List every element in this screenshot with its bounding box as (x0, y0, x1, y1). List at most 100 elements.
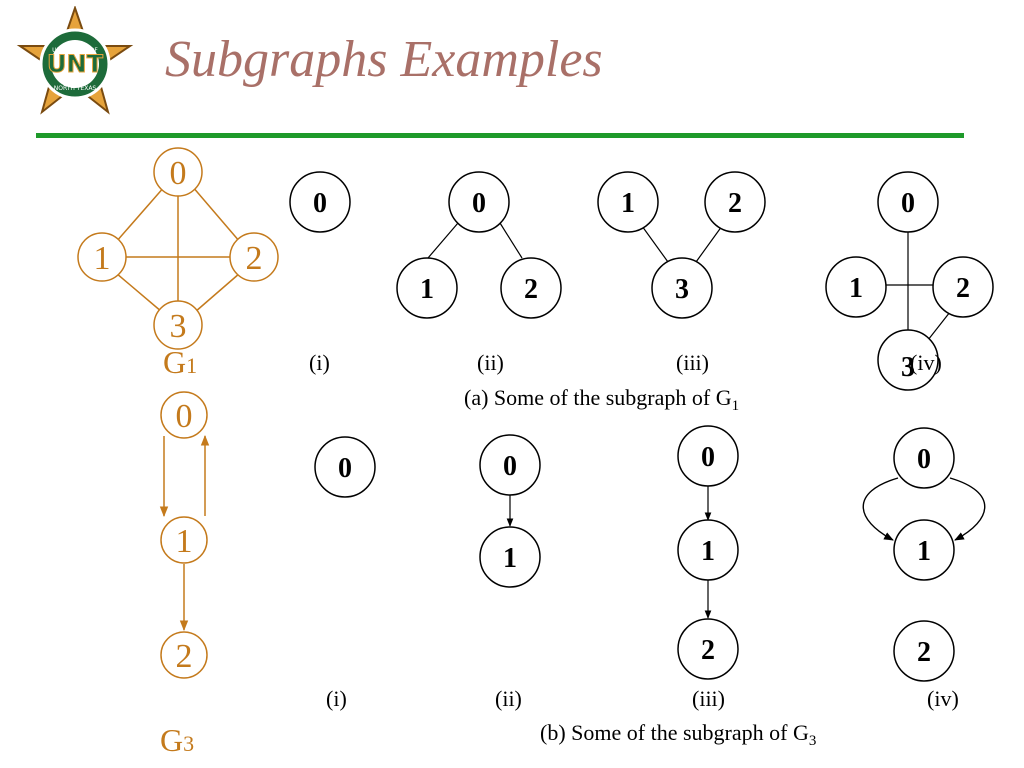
node-label: 1 (621, 188, 635, 219)
logo-ring-top: UNIVERSITY OF (52, 47, 98, 54)
g3-node (160, 391, 208, 439)
title-divider (36, 133, 964, 138)
roman-b-iv: (iv) (927, 686, 959, 711)
caption-b-sub: 3 (808, 733, 817, 749)
subgraph-a-ii: 0 1 2 (396, 171, 562, 319)
node (704, 171, 766, 233)
edge (427, 222, 459, 259)
graph-g3 (159, 434, 210, 632)
subgraph-b-iv: 0 1 2 (862, 427, 986, 682)
subgraph-a-i: 0 (289, 171, 351, 233)
node (500, 257, 562, 319)
g1-edge-0-2 (191, 185, 241, 243)
caption-a: (a) Some of the subgraph of G1 (464, 385, 740, 414)
node-label: 2 (956, 273, 970, 304)
g1-node-label: 2 (246, 240, 263, 277)
node-label: 0 (313, 188, 327, 219)
node (825, 256, 887, 318)
caption-a-text: (a) Some of the subgraph of G (464, 385, 732, 410)
g3-name-base: G (160, 722, 184, 758)
node (932, 256, 994, 318)
subgraph-b-ii: 0 1 (479, 434, 541, 588)
node-label: 0 (701, 442, 715, 473)
edge (949, 477, 986, 541)
node (677, 618, 739, 680)
g1-node (229, 232, 279, 282)
roman-a-iv: (iv) (910, 350, 942, 375)
node-label: 0 (917, 444, 931, 475)
edge (927, 311, 951, 341)
g1-edge-2-3 (194, 272, 241, 313)
caption-b: (b) Some of the subgraph of G3 (540, 720, 817, 749)
node-label: 1 (701, 536, 715, 567)
g3-nodes: 0 1 2 (160, 391, 208, 679)
node-label: 0 (901, 188, 915, 219)
roman-b-ii: (ii) (495, 686, 522, 711)
subgraph-a-iv: 0 1 2 3 (825, 171, 994, 391)
subgraph-a-iii: 1 2 3 (597, 171, 766, 319)
g1-edge-0-1 (115, 185, 166, 243)
g1-nodes: 0 1 2 3 (77, 147, 279, 350)
caption-a-sub: 1 (731, 398, 740, 414)
node (877, 329, 939, 391)
caption-b-text: (b) Some of the subgraph of G (540, 720, 809, 745)
edge (499, 222, 523, 259)
node-label: 1 (917, 536, 931, 567)
g1-node (153, 300, 203, 350)
g1-name-sub: 1 (186, 353, 198, 378)
node (314, 436, 376, 498)
edge (862, 477, 899, 541)
node-label: 2 (701, 635, 715, 666)
roman-b-iii: (iii) (692, 686, 725, 711)
node (448, 171, 510, 233)
node (396, 257, 458, 319)
g3-node (160, 516, 208, 564)
node (677, 425, 739, 487)
node (289, 171, 351, 233)
logo-text: UNT (47, 50, 104, 78)
node (479, 434, 541, 496)
roman-a-iii: (iii) (676, 350, 709, 375)
g1-node-label: 0 (170, 155, 187, 192)
logo-ring-bottom: NORTH TEXAS (54, 85, 97, 92)
g1-node-label: 1 (94, 240, 111, 277)
g1-node (77, 232, 127, 282)
unt-logo-icon: UNIVERSITY OF UNT NORTH TEXAS (16, 6, 134, 115)
node-label: 0 (338, 453, 352, 484)
roman-b-i: (i) (326, 686, 347, 711)
edge (641, 225, 669, 263)
node-label: 3 (675, 274, 689, 305)
node-label: 1 (849, 273, 863, 304)
g3-node-label: 0 (176, 398, 193, 435)
subgraph-b-iii: 0 1 2 (677, 425, 739, 680)
node (893, 519, 955, 581)
node (893, 427, 955, 489)
node-label: 1 (420, 274, 434, 305)
roman-a-ii: (ii) (477, 350, 504, 375)
node (893, 620, 955, 682)
node-label: 1 (503, 543, 517, 574)
node (597, 171, 659, 233)
node-label: 2 (524, 274, 538, 305)
node-label: 3 (901, 352, 915, 383)
roman-a-i: (i) (309, 350, 330, 375)
g1-edge-1-3 (115, 272, 163, 313)
g1-name-base: G (163, 344, 187, 380)
node-label: 2 (728, 188, 742, 219)
node-label: 0 (472, 188, 486, 219)
g1-node-label: 3 (170, 308, 187, 345)
node (877, 171, 939, 233)
g1-name: G1 (163, 344, 197, 381)
node (479, 526, 541, 588)
edge (695, 225, 723, 263)
g3-node-label: 2 (176, 638, 193, 675)
node-label: 0 (503, 451, 517, 482)
g3-name-sub: 3 (183, 731, 195, 756)
graph-g1 (115, 185, 241, 313)
g1-node (153, 147, 203, 197)
g3-name: G3 (160, 722, 194, 759)
node (677, 519, 739, 581)
subgraph-b-i: 0 (314, 436, 376, 498)
